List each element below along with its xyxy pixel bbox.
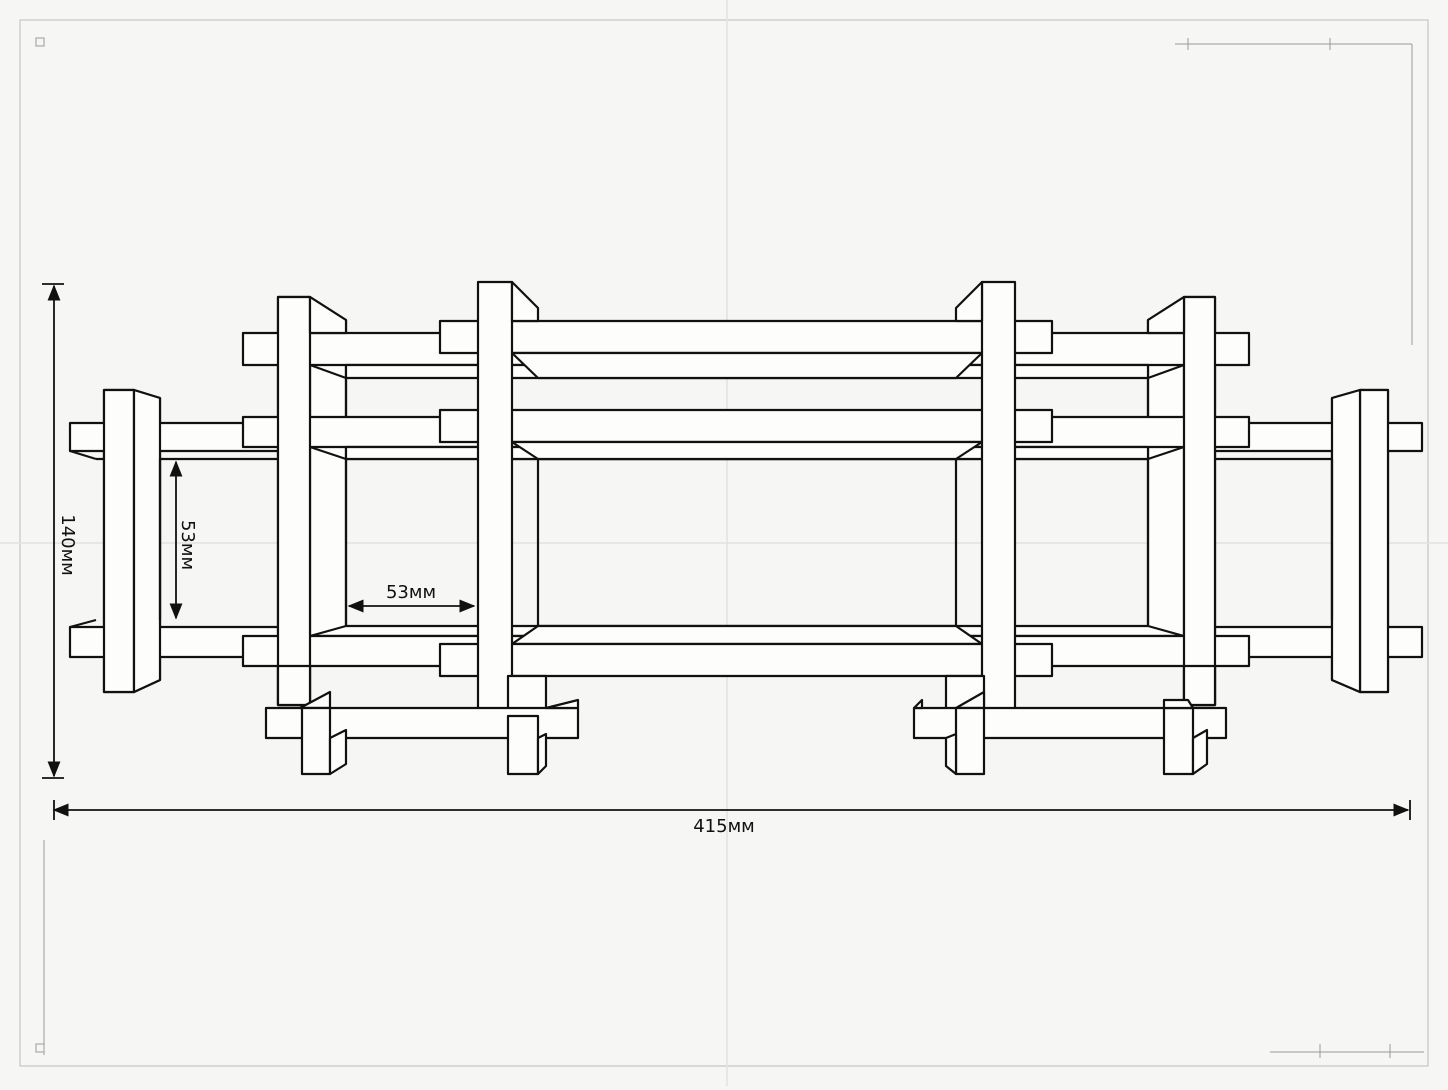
rail-inner-bottom: [438, 624, 1054, 678]
label-total-width: 415мм: [693, 816, 755, 837]
leg-assembly-right: [912, 674, 1228, 776]
rail-inner-top: [438, 319, 1054, 380]
label-inner-height: 53мм: [177, 520, 198, 570]
label-total-height: 140мм: [57, 514, 78, 576]
dimension-lines: [42, 283, 1411, 820]
leg-assembly-left: [264, 674, 580, 776]
corner-marks: [35, 37, 1424, 1058]
post-inner-right: [954, 280, 1017, 718]
rail-inner-middle: [438, 408, 1054, 461]
post-inner-left: [476, 280, 540, 718]
frame-structure: [68, 280, 1424, 776]
label-inner-width: 53мм: [386, 582, 436, 603]
